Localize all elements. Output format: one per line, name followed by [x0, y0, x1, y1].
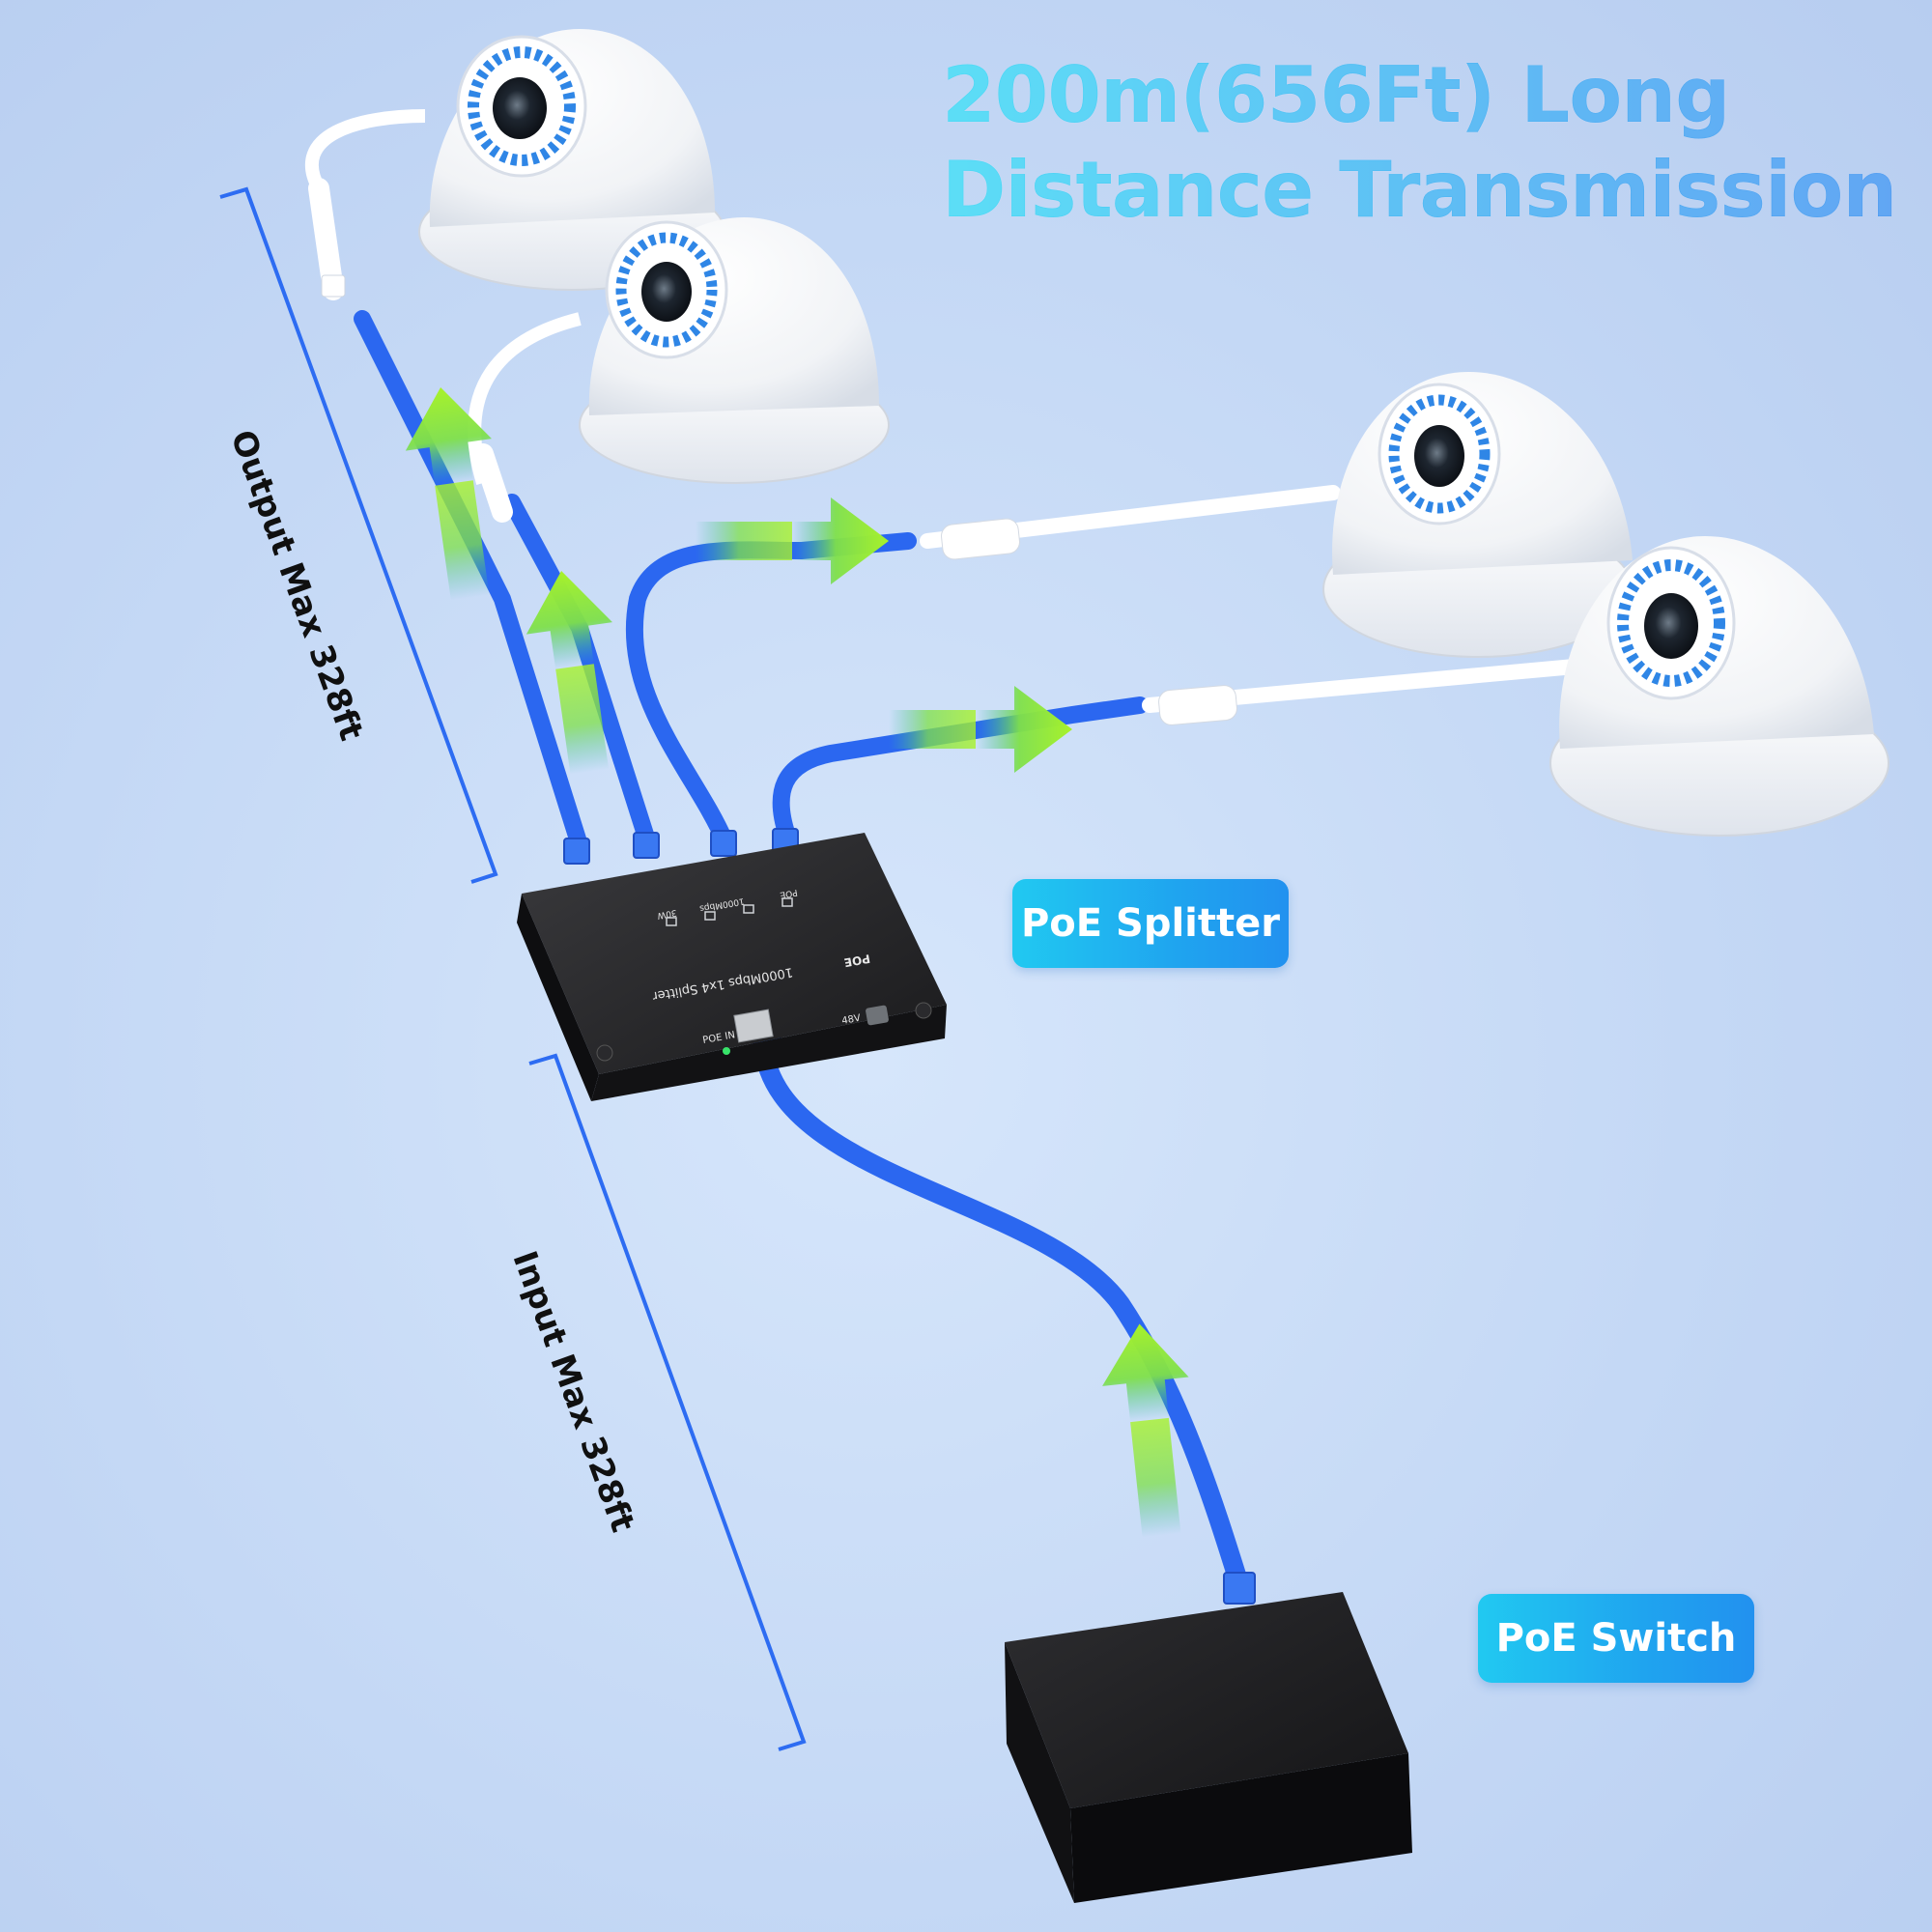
flow-arrow-input [1102, 1323, 1189, 1538]
splitter-indicator-poe: POE [779, 887, 798, 899]
dome-camera-2 [468, 217, 890, 523]
poe-switch-callout: PoE Switch [1478, 1594, 1754, 1683]
output-cable-3 [625, 532, 917, 849]
splitter-power-label: 48V [841, 1013, 862, 1027]
dome-camera-3 [920, 372, 1634, 658]
headline-line-1: 200m(656Ft) Long [942, 50, 1730, 140]
flow-arrow-output-4 [889, 686, 1072, 773]
splitter-indicator-power: 30W [656, 907, 677, 920]
output-cable-1 [354, 310, 588, 854]
dome-camera-4 [1142, 536, 1889, 837]
splitter-brand-badge: POE [843, 952, 871, 970]
poe-switch-device [1005, 1592, 1412, 1903]
output-range-bracket [219, 186, 498, 884]
flow-arrow-output-1 [405, 386, 492, 601]
input-cable [753, 1034, 1249, 1594]
headline-line-2: Distance Transmission [942, 145, 1897, 235]
poe-splitter-callout: PoE Splitter [1012, 879, 1289, 968]
flow-arrow-output-3 [696, 497, 889, 584]
input-range-bracket [528, 1053, 807, 1751]
flow-arrows [405, 386, 1189, 1538]
poe-splitter-device: 1000Mbps 1x4 Splitter POE POE 1000Mbps 3… [517, 833, 947, 1101]
headline: 200m(656Ft) Long Distance Transmission [942, 48, 1908, 238]
output-cable-4 [772, 696, 1149, 844]
flow-arrow-output-2 [526, 570, 612, 775]
